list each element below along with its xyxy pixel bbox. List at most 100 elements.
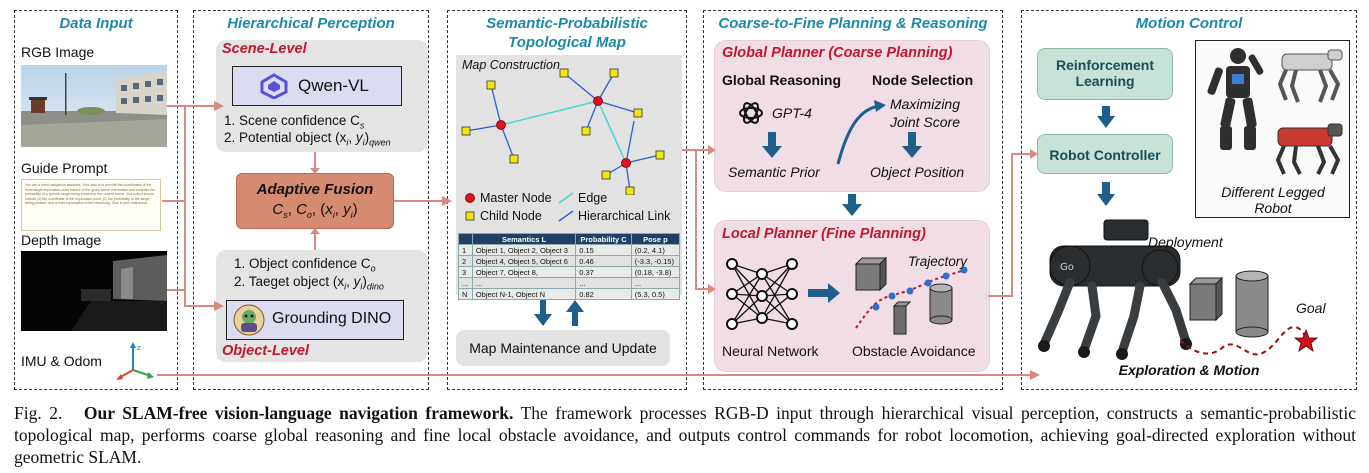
motion-panel: [1021, 10, 1357, 390]
depth-label: Depth Image: [21, 232, 102, 248]
table-cell: (5.3, 0.5): [630, 288, 681, 300]
planning-panel: [703, 10, 1003, 390]
object-line-1-text: 1. Object confidence C: [234, 256, 371, 271]
caption-bold: Our SLAM-free vision-language navigation…: [83, 403, 514, 423]
legend-edge: Edge: [578, 191, 608, 205]
qwen-box: [232, 66, 402, 106]
qwen-logo-icon: [260, 73, 288, 99]
semantic-prior-label: Semantic Prior: [728, 164, 820, 180]
map-title-1: Semantic-Probabilistic: [486, 15, 648, 32]
neural-network-icon: [726, 258, 798, 330]
planner-arrows: [762, 100, 922, 165]
map-title-2: Topological Map: [508, 34, 626, 51]
depth-image: [21, 251, 167, 331]
neural-network-label: Neural Network: [722, 343, 819, 359]
legend-master: Master Node: [480, 191, 552, 205]
object-line-2-y: y: [353, 274, 361, 289]
object-line-1: 1. Object confidence Co: [234, 256, 376, 274]
data-input-title: Data Input: [59, 15, 133, 32]
table-cell: (0.2, 4.1): [630, 244, 681, 256]
scene-line-2: 2. Potential object (xi, yi)qwen: [224, 130, 391, 148]
legend-hier-icon: [558, 210, 574, 222]
scene-line-2-close: ): [364, 130, 370, 145]
scene-level-label: Scene-Level: [222, 41, 307, 57]
gpt-label: GPT-4: [772, 105, 812, 121]
nn-to-obstacle-arrow: [808, 283, 840, 303]
trajectory-label: Trajectory: [908, 254, 968, 269]
table-cell: Object N-1, Object N: [471, 288, 577, 300]
humanoid-robot-image: [1207, 48, 1264, 150]
object-level-label: Object-Level: [222, 343, 310, 359]
imu-label: IMU & Odom: [21, 353, 102, 369]
scene-line-2-text: 2. Potential object (x: [224, 130, 347, 145]
rl-box: Reinforcement Learning: [1037, 48, 1173, 100]
figure-caption: Fig. 2. Our SLAM-free vision-language na…: [14, 402, 1356, 468]
map-construction-label: Map Construction: [462, 58, 560, 72]
perception-title: Hierarchical Perception: [227, 15, 395, 32]
guide-prompt-label: Guide Prompt: [21, 160, 108, 176]
fusion-c2-sub: o: [306, 210, 312, 220]
goal-label: Goal: [1296, 300, 1326, 316]
gpt-logo-icon: [739, 102, 763, 124]
maximizing-2: Joint Score: [889, 114, 961, 130]
table-cell: N: [458, 288, 473, 300]
legged-label-2: Robot: [1254, 200, 1292, 216]
scene-line-1-text: 1. Scene confidence C: [224, 113, 360, 128]
table-header-row: Semantics L Probability C Pose p: [458, 233, 681, 245]
flow-arrows: [157, 101, 1040, 380]
global-reasoning-label: Global Reasoning: [722, 72, 842, 88]
fusion-x-sub: i: [332, 210, 335, 220]
robot-controller-box: Robot Controller: [1037, 134, 1173, 174]
planning-title: Coarse-to-Fine Planning & Reasoning: [718, 15, 988, 32]
rl-label-2: Learning: [1075, 73, 1135, 89]
rl-label-1: Reinforcement: [1055, 57, 1155, 73]
map-update-arrows: [534, 300, 584, 326]
legend-hier: Hierarchical Link: [578, 209, 671, 223]
quadruped-red-image: [1275, 123, 1343, 175]
obstacle-avoidance-icon: [854, 256, 968, 335]
object-line-2-i: i: [344, 281, 347, 292]
dino-label: Grounding DINO: [272, 310, 392, 327]
local-planner-title: Local Planner (Fine Planning): [722, 226, 926, 242]
node-selection-label: Node Selection: [872, 72, 974, 88]
legend-edge-icon: [558, 192, 574, 204]
object-line-2-sub: dino: [366, 281, 384, 292]
fusion-formula: Cs, Co, (xi, yi): [272, 201, 358, 220]
legend-child-icon: [465, 211, 475, 221]
adaptive-fusion-box: [236, 173, 394, 229]
fusion-c2: C: [296, 201, 307, 218]
fusion-title: Adaptive Fusion: [256, 181, 374, 198]
topology-graph: [461, 68, 665, 195]
exploration-label: Exploration & Motion: [1118, 362, 1260, 378]
table-header: Semantics L: [471, 233, 577, 245]
fusion-y-sub: i: [350, 210, 353, 220]
scene-line-2-y: y: [355, 130, 363, 145]
scene-line-1: 1. Scene confidence Cs: [224, 113, 364, 131]
legged-label-1: Different Legged: [1221, 184, 1325, 200]
deployment-robot-image: Go: [1038, 219, 1192, 360]
quadruped-white-image: [1277, 49, 1343, 103]
global-planner-title: Global Planner (Coarse Planning): [722, 45, 953, 61]
object-line-2-i2: i: [360, 281, 363, 292]
qwen-label: Qwen-VL: [298, 76, 369, 95]
legend-child: Child Node: [480, 209, 542, 223]
rgb-label: RGB Image: [21, 44, 95, 60]
svg-text:z: z: [137, 344, 141, 352]
deployment-label: Deployment: [1148, 234, 1223, 250]
object-line-2-text: 2. Taeget object (x: [234, 274, 345, 289]
robot-controller-label: Robot Controller: [1049, 147, 1161, 163]
fusion-y: y: [343, 201, 351, 218]
rl-to-controller-arrow: [1097, 106, 1115, 128]
rgb-image: [21, 65, 167, 147]
legend-master-icon: [465, 193, 475, 203]
fusion-c1-sub: s: [283, 210, 288, 220]
exploration-scene: [1180, 270, 1319, 356]
scene-line-2-i: i: [346, 137, 349, 148]
controller-to-robot-arrow: [1097, 182, 1115, 206]
object-line-1-sub: o: [370, 263, 376, 274]
guide-prompt-text: You are a robot navigation assistant. Yo…: [21, 179, 161, 231]
dino-logo-icon: [233, 304, 265, 336]
